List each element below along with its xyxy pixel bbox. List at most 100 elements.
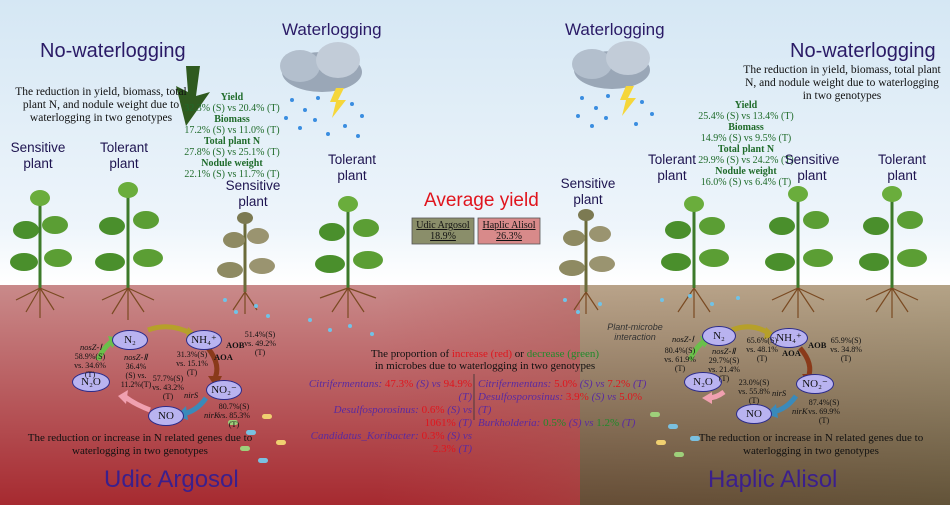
aoa-label: AOA (214, 352, 233, 362)
plant-label: Tolerant plant (327, 152, 377, 183)
microbe-title-decrease: decrease (green) (526, 348, 600, 360)
microbe-title-or: or (514, 348, 524, 360)
left-reduction-note: The reduction in yield, biomass, total p… (15, 86, 187, 124)
no-node: NO (736, 404, 772, 424)
stat-label: Yield (220, 92, 244, 103)
plant-label: Sensitive plant (560, 176, 616, 207)
microbe-title-b: in microbes due to waterlogging in two g… (374, 360, 596, 372)
nirK-values: 87.4%(S) vs. 69.9%(T) (808, 398, 840, 425)
microbe-row: Candidatus_Koribacter: 0.3% (S) vs 2.3% … (310, 430, 472, 455)
nirK-label: nirK (792, 406, 808, 416)
plant-label: Tolerant plant (877, 152, 927, 183)
right-reduction-note: The reduction in yield, biomass, total p… (743, 64, 941, 102)
right-condition-title: No-waterlogging (790, 40, 936, 62)
microbe-cluster-left (228, 414, 286, 463)
nosZII-label: nosZ-Ⅱ (712, 346, 736, 356)
plant-8 (859, 186, 927, 318)
aob-label: AOB (808, 340, 827, 350)
avg-box-left (411, 217, 475, 245)
avg-left-value: 18.9% (430, 231, 456, 242)
microbe-title: The proportion of increase (red) or decr… (340, 348, 630, 372)
aob-label: AOB (226, 340, 245, 350)
stat-value: 14.9% (S) vs 9.5% (T) (700, 133, 792, 144)
nosZI-label: nosZ-Ⅰ (672, 334, 694, 344)
stat-label: Total plant N (717, 144, 775, 155)
avg-box-right (477, 217, 541, 245)
nirS-values: 23.0%(S) vs. 55.8%(T) (738, 378, 770, 405)
plant-label: Sensitive plant (10, 140, 66, 171)
stat-label: Total plant N (203, 136, 261, 147)
microbe-row: Burkholderia: 0.5% (S) vs 1.2% (T) (478, 417, 636, 429)
plant-label: Sensitive plant (784, 152, 840, 183)
right-stats: Yield 25.4% (S) vs 13.4% (T) Biomass 14.… (686, 100, 806, 188)
aob-values: 65.9%(S) vs. 34.8%(T) (830, 336, 862, 363)
down-arrow-icon (176, 66, 210, 126)
microbes-right: Citrifermentans: 5.0% (S) vs 7.2% (T) De… (478, 378, 648, 430)
stat-value: 27.8% (S) vs 25.1% (T) (184, 147, 280, 158)
plant-1 (10, 190, 72, 318)
microbes-left: Citrifermentans: 47.3% (S) vs 94.9% (T) … (304, 378, 472, 456)
right-waterlogging-title: Waterlogging (565, 20, 665, 39)
nh4-node: NH₄⁺ (186, 330, 222, 350)
stat-value: 32.3% (S) vs 20.4% (T) (184, 103, 280, 114)
avg-left-box: Udic Argosol 18.9% (412, 220, 474, 242)
microbe-row: Citrifermentans: 47.3% (S) vs 94.9% (T) (308, 378, 472, 403)
aoa-values: 65.6%(S) vs. 48.1%(T) (746, 336, 778, 363)
stat-value: 17.2% (S) vs 11.0% (T) (184, 125, 280, 136)
microbe-row: Desulfosporosinus: 0.6% (S) vs 1061% (T) (333, 404, 472, 429)
nosZI-label: nosZ-Ⅰ (80, 342, 102, 352)
nirS-label: nirS (184, 390, 199, 400)
right-genes-note: The reduction or increase in N related g… (698, 432, 924, 457)
n2-node: N₂ (112, 330, 148, 350)
nosZI-values: 58.9%(S) vs. 34.6%(T) (74, 352, 106, 379)
avg-left-name: Udic Argosol (416, 220, 470, 231)
microbe-title-increase: increase (red) (451, 348, 513, 360)
nirS-label: nirS (772, 388, 787, 398)
stat-value: 22.1% (S) vs 11.7% (T) (184, 169, 280, 180)
n2-node: N₂ (702, 326, 736, 346)
stat-label: Nodule weight (715, 166, 777, 177)
plant-microbe-label: Plant-microbe interaction (607, 322, 663, 342)
nirK-values: 80.7%(S) vs. 85.3%(T) (218, 402, 250, 429)
nosZII-label: nosZ-Ⅱ (124, 352, 148, 362)
n2o-node: N₂O (72, 372, 110, 392)
stat-label: Biomass (214, 114, 250, 125)
plant-label: Tolerant plant (99, 140, 149, 171)
cloud-right-icon (572, 41, 650, 116)
microbe-row: Citrifermentans: 5.0% (S) vs 7.2% (T) (478, 378, 647, 390)
left-genes-note: The reduction or increase in N related g… (27, 432, 253, 457)
plant-4 (315, 196, 383, 318)
soil-water (223, 294, 740, 336)
avg-right-name: Haplic Alisol (482, 220, 536, 231)
left-soil-name: Udic Argosol (104, 466, 239, 493)
nosZII-values: 29.7%(S) vs. 21.4%(T) (708, 356, 740, 383)
aoa-values: 31.3%(S) vs. 15.1%(T) (176, 350, 208, 377)
avg-right-value: 26.3% (496, 231, 522, 242)
microbe-cluster-right (650, 412, 700, 457)
stat-value: 25.4% (S) vs 13.4% (T) (698, 111, 794, 122)
no-node: NO (148, 406, 184, 426)
left-stats: Yield 32.3% (S) vs 20.4% (T) Biomass 17.… (172, 92, 292, 180)
nh4-node: NH₄⁺ (770, 328, 808, 348)
plant-2 (95, 182, 163, 320)
microbe-title-a: The proportion of (370, 348, 450, 360)
plant-7 (765, 186, 833, 318)
avg-right-box: Haplic Alisol 26.3% (478, 220, 540, 242)
plant-label: Sensitive plant (225, 178, 281, 209)
nosZI-values: 80.4%(S) vs. 61.9%(T) (664, 346, 696, 373)
soil-right (580, 285, 950, 505)
rain-right (576, 94, 654, 128)
cloud-left-icon (280, 42, 362, 118)
right-soil-name: Haplic Alisol (708, 466, 838, 493)
no2-node: NO₂⁻ (206, 380, 242, 400)
plant-3 (217, 212, 275, 314)
rain-left (284, 96, 364, 138)
stat-label: Biomass (728, 122, 764, 133)
nirS-values: 57.7%(S) vs. 43.2%(T) (152, 374, 184, 401)
microbe-row: Desulfosporosinus: 3.9% (S) vs 5.0% (T) (478, 391, 642, 416)
aob-values: 51.4%(S) vs. 49.2%(T) (244, 330, 276, 357)
aoa-label: AOA (782, 348, 801, 358)
plant-label: Tolerant plant (647, 152, 697, 183)
average-yield-title: Average yield (424, 190, 539, 211)
